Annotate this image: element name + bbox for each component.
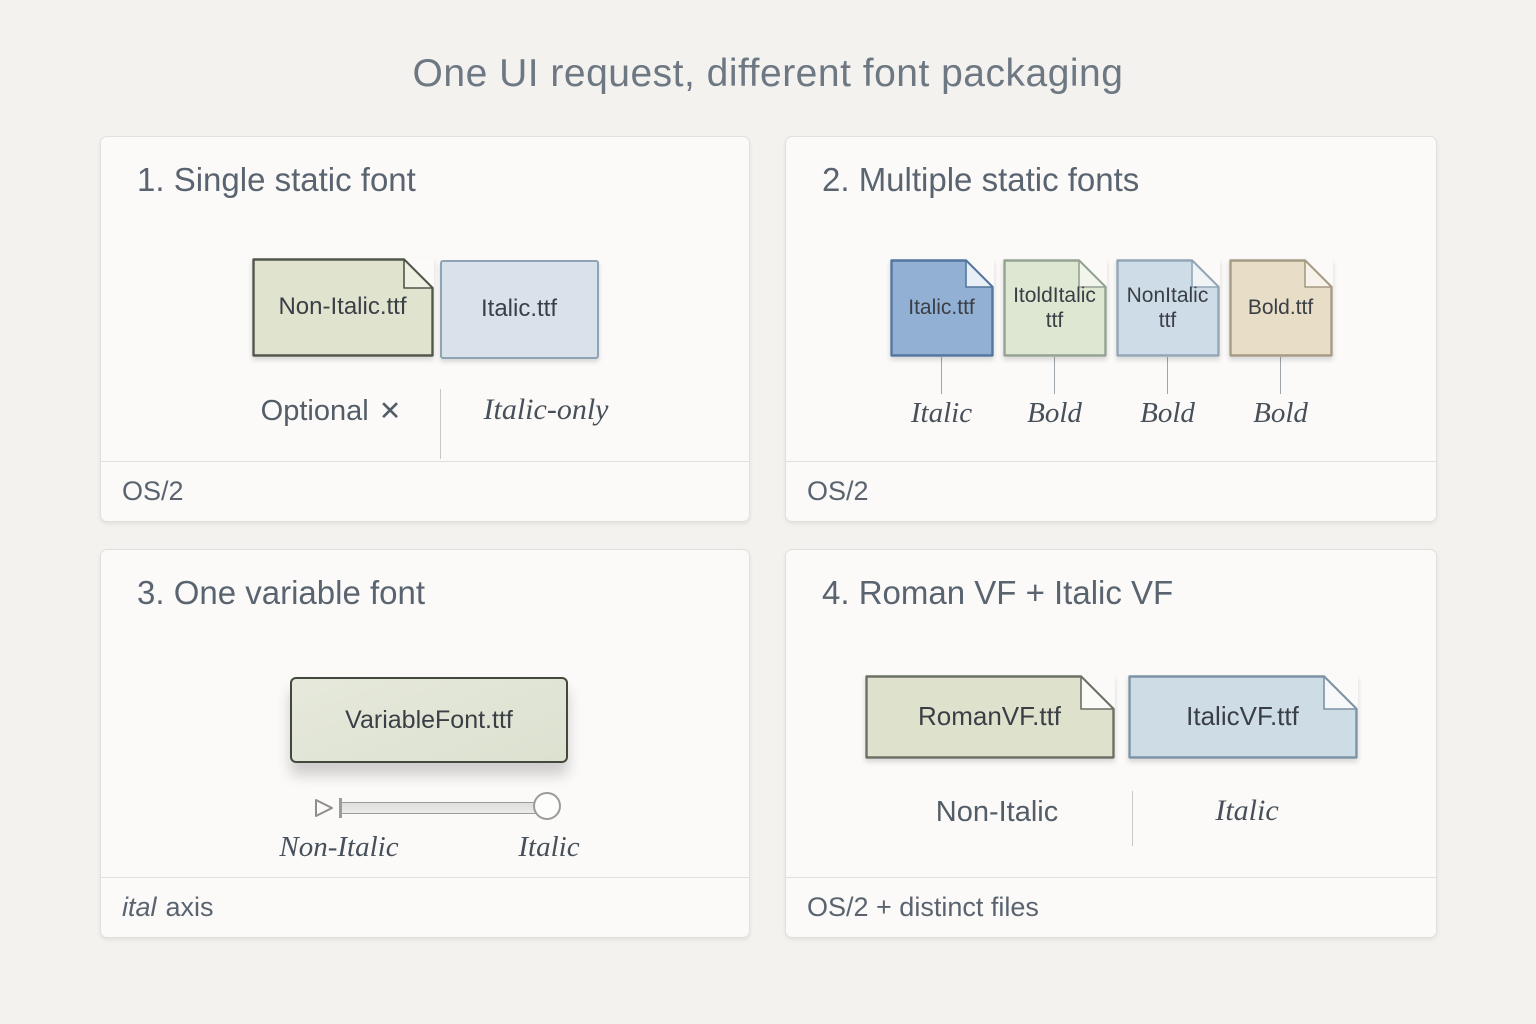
axis-tag-text: ital	[122, 892, 157, 922]
x-icon: ✕	[378, 396, 402, 426]
slider-track	[339, 798, 548, 818]
file-shape	[1002, 259, 1107, 357]
file-romanvf-ttf: RomanVF.ttf	[864, 675, 1115, 759]
file-non-italic-ttf: Non-Italic.ttf	[251, 258, 434, 357]
panel-footer: ital axis	[101, 877, 749, 937]
connector-line	[1054, 357, 1055, 394]
panel-footer: OS/2	[101, 461, 749, 521]
caption-optional: Optional ✕	[221, 395, 441, 428]
panel-roman-vf-italic-vf: 4. Roman VF + Italic VF RomanVF.ttf Ital…	[785, 549, 1437, 938]
footer-text: OS/2	[122, 476, 184, 506]
style-tag: Italic	[910, 397, 973, 429]
file-label: ItalicVF.ttf	[1186, 701, 1299, 732]
file-italic-ttf: Italic.ttf	[889, 259, 994, 357]
file-column: NonItalic ttf Bold	[1115, 259, 1220, 430]
panel-one-variable-font: 3. One variable font VariableFont.ttf No…	[100, 549, 750, 938]
file-label: Non-Italic.ttf	[278, 293, 407, 321]
connector-line	[941, 357, 942, 394]
caption-optional-text: Optional	[260, 395, 369, 427]
file-nonitalic-ttf: NonItalic ttf	[1115, 259, 1220, 357]
file-label: NonItalic ttf	[1126, 283, 1209, 332]
file-shape	[1127, 675, 1358, 759]
page-title: One UI request, different font packaging	[412, 52, 1124, 95]
file-shape	[889, 259, 994, 357]
caption-italic-only: Italic-only	[483, 393, 609, 426]
style-tag: Bold	[1027, 397, 1082, 429]
file-italicvf-ttf: ItalicVF.ttf	[1127, 675, 1358, 759]
file-italic-ttf: Italic.ttf	[439, 260, 599, 359]
style-tag: Bold	[1140, 397, 1195, 429]
file-label: RomanVF.ttf	[917, 701, 1062, 732]
file-variablefont-ttf: VariableFont.ttf	[290, 677, 568, 763]
axis-max-label: Italic	[518, 831, 580, 863]
panel-footer: OS/2 + distinct files	[786, 877, 1436, 937]
slider-play-icon	[315, 799, 333, 817]
vertical-divider	[1132, 791, 1133, 846]
panel-heading: 2. Multiple static fonts	[822, 161, 1140, 198]
file-label: Bold.ttf	[1247, 296, 1314, 320]
panel-footer: OS/2	[786, 461, 1436, 521]
panel-heading: 3. One variable font	[137, 574, 426, 611]
file-label: Italic.ttf	[908, 296, 975, 320]
file-label: Italic.ttf	[480, 295, 558, 323]
file-shape	[864, 675, 1115, 759]
vertical-divider	[440, 389, 441, 459]
connector-line	[1167, 357, 1168, 394]
file-bold-ttf: Bold.ttf	[1228, 259, 1333, 357]
footer-text: axis	[165, 892, 214, 922]
file-row: Italic.ttf Italic ItoldItalic ttf Bold N…	[786, 259, 1436, 430]
file-column: ItoldItalic ttf Bold	[1002, 259, 1107, 430]
panel-single-static-font: 1. Single static font Non-Italic.ttf Ita…	[100, 136, 750, 522]
panel-multiple-static-fonts: 2. Multiple static fonts Italic.ttf Ital…	[785, 136, 1437, 522]
file-shape	[251, 258, 434, 357]
file-label: VariableFont.ttf	[345, 706, 513, 734]
file-column: Bold.ttf Bold	[1228, 259, 1333, 430]
file-bolditalic-ttf: ItoldItalic ttf	[1002, 259, 1107, 357]
file-row: RomanVF.ttf ItalicVF.ttf	[786, 675, 1436, 759]
panel-heading: 4. Roman VF + Italic VF	[822, 574, 1174, 611]
file-column: Italic.ttf Italic	[889, 259, 994, 430]
file-label: ItoldItalic ttf	[1013, 283, 1096, 332]
panel-heading: 1. Single static font	[137, 161, 416, 198]
style-tag: Bold	[1253, 397, 1308, 429]
footer-text: OS/2 + distinct files	[807, 892, 1039, 922]
caption-non-italic: Non-Italic	[935, 796, 1059, 828]
file-shape	[1228, 259, 1333, 357]
footer-text: OS/2	[807, 476, 869, 506]
file-shape	[1115, 259, 1220, 357]
file-row: Non-Italic.ttf Italic.ttf	[101, 258, 749, 359]
caption-italic: Italic	[1215, 794, 1279, 827]
axis-min-label: Non-Italic	[279, 831, 399, 863]
slider-knob[interactable]	[533, 792, 561, 820]
connector-line	[1280, 357, 1281, 394]
